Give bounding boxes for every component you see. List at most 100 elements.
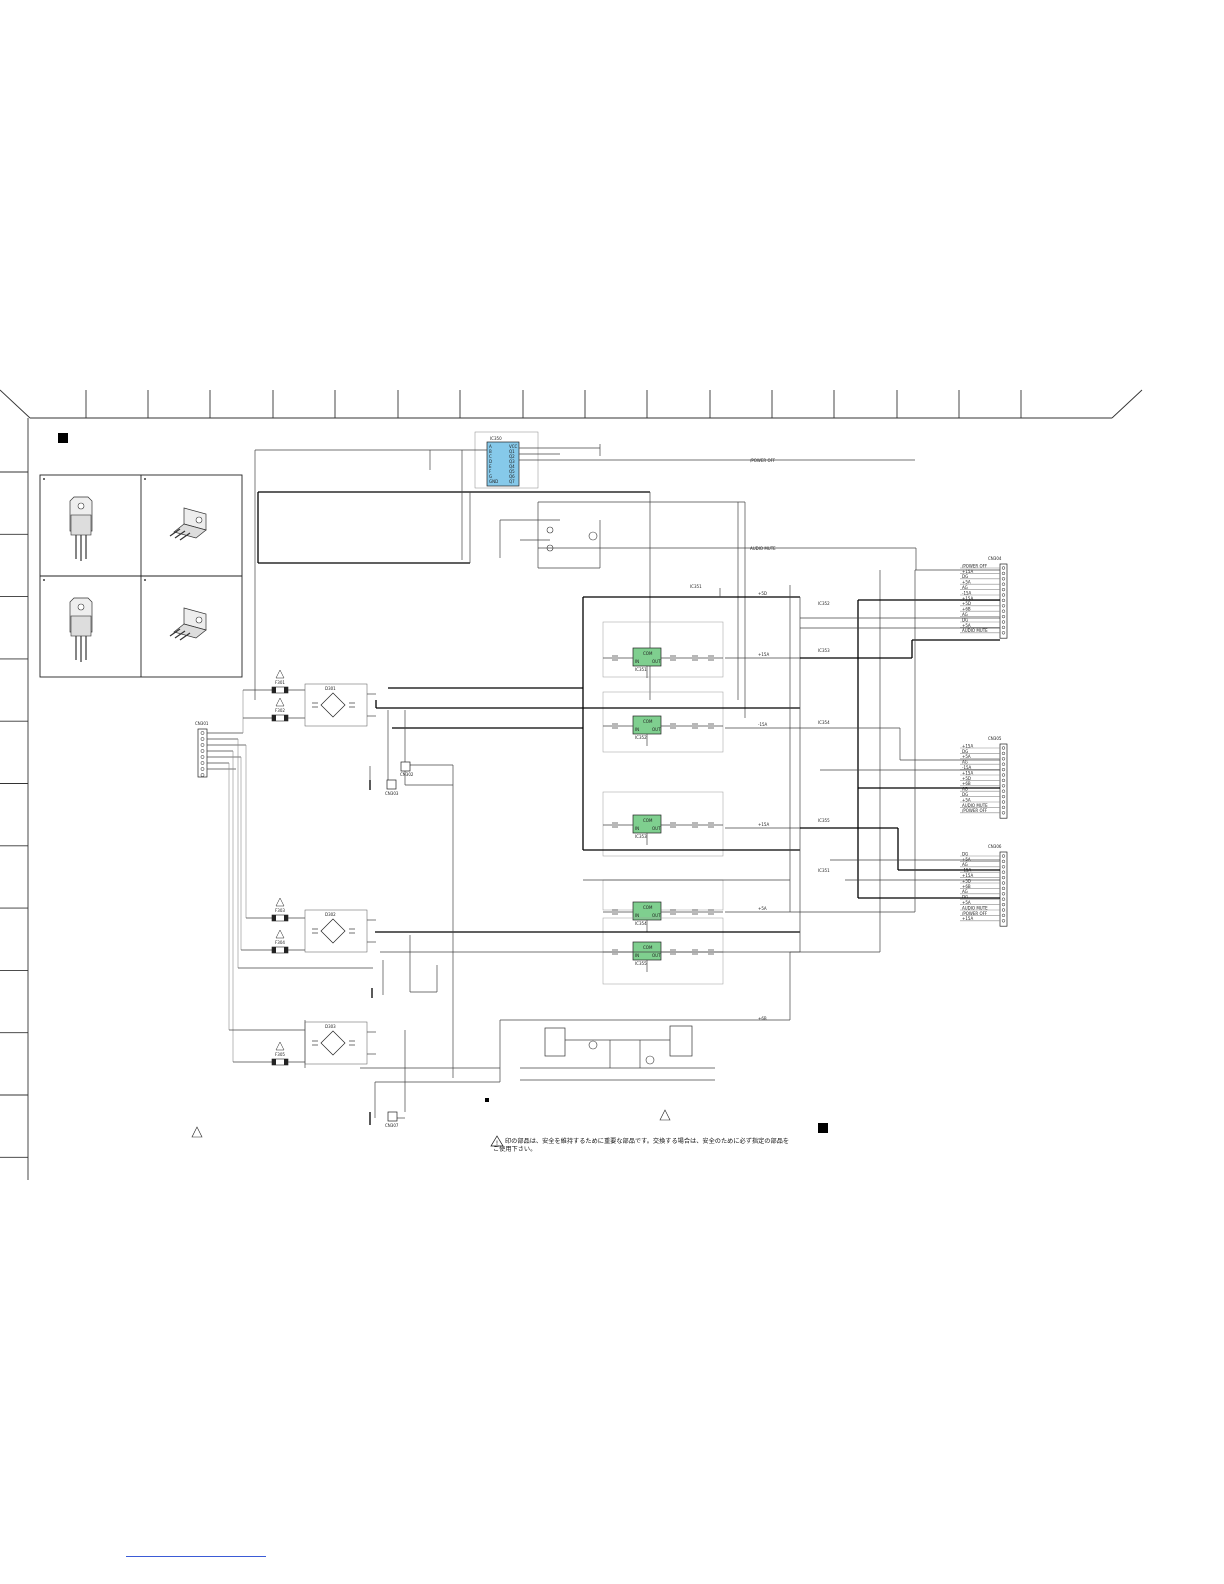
svg-text:COM: COM <box>643 719 653 724</box>
output-connectors: CN304/POWER OFF+15ADG+5AAG-15A+15A+5D+6B… <box>960 556 1008 927</box>
pin-rail-label: AUDIO MUTE <box>962 803 988 808</box>
pin-rail-label: +15A <box>962 770 973 775</box>
connector-pin <box>1001 919 1006 923</box>
ic-pin-label: Q6 <box>509 474 515 479</box>
drawing-frame <box>0 389 1143 1180</box>
connector-pin <box>1001 886 1006 891</box>
connector-pin <box>1001 604 1006 608</box>
connector-pin <box>1001 865 1006 869</box>
ic-pin-label: A <box>489 444 492 449</box>
connector-pin <box>200 767 205 771</box>
svg-text:COM: COM <box>643 945 653 950</box>
connector-pin <box>200 743 205 747</box>
connector-pin <box>1001 794 1006 799</box>
ic-pin-label: Q1 <box>509 449 515 454</box>
connector-pin <box>1001 625 1006 630</box>
svg-text:IN: IN <box>635 953 639 958</box>
to220-isometric-drawing <box>169 507 207 541</box>
pin-rail-label: AUDIO MUTE <box>962 628 988 633</box>
ic-pin-label: GND <box>489 479 498 484</box>
fuse: F301 <box>271 669 305 694</box>
connector-pin <box>1001 859 1006 864</box>
connector-pin <box>1001 854 1006 858</box>
pin-rail-label: +6B <box>962 781 971 786</box>
connector-pin <box>1001 582 1006 586</box>
to220-vertical-drawing <box>69 496 93 561</box>
connector-pin <box>1001 631 1006 635</box>
svg-text:IC352: IC352 <box>635 735 647 740</box>
ic-pin-label: Q4 <box>509 464 515 469</box>
connector-pin <box>1001 577 1006 581</box>
connector-pin <box>1001 789 1006 793</box>
svg-text:OUT: OUT <box>652 826 661 831</box>
svg-text:IN: IN <box>635 913 639 918</box>
connector-pin <box>1001 767 1006 772</box>
bridge-rectifier: D301 <box>304 683 376 727</box>
svg-text:CN305: CN305 <box>988 736 1002 741</box>
svg-text:IC353: IC353 <box>818 648 830 653</box>
controller-ic <box>486 441 520 487</box>
connector-pin <box>200 761 205 765</box>
svg-text:OUT: OUT <box>652 953 661 958</box>
ic-pin-label: C <box>489 454 492 459</box>
svg-text:IC354: IC354 <box>635 921 647 926</box>
ic-pin-label: E <box>489 464 492 469</box>
pin-rail-label: +15A <box>962 873 973 878</box>
regulator-bank: INCOMOUTIC351INCOMOUTIC352INCOMOUTIC353I… <box>602 621 724 985</box>
pin-rail-label: +15A <box>962 596 973 601</box>
pin-rail-label: DG <box>962 574 968 579</box>
output-connector: CN304/POWER OFF+15ADG+5AAG-15A+15A+5D+6B… <box>960 556 1008 639</box>
svg-text:D302: D302 <box>325 912 336 917</box>
pin-rail-label: -15A <box>962 765 972 770</box>
connector-pin <box>1001 614 1006 619</box>
bridge-rectifier: D303 <box>304 1021 376 1065</box>
svg-text:IC355: IC355 <box>635 961 647 966</box>
ic-pin-label: F <box>489 469 492 474</box>
svg-text:IC351: IC351 <box>818 868 830 873</box>
safety-note-line-1: 印の部品は、安全を維持するために重要な部品です。交換する場合は、安全のために必ず… <box>505 1137 789 1145</box>
svg-text:IC353: IC353 <box>635 834 647 839</box>
pin-rail-label: +5D <box>962 776 971 781</box>
svg-text:COM: COM <box>643 651 653 656</box>
package-reference-box <box>39 474 243 678</box>
pin-rail-label: /POWER OFF <box>962 911 988 916</box>
connector-pin <box>1001 800 1006 804</box>
column-ticks <box>85 390 1022 418</box>
connector-pin <box>1001 571 1006 576</box>
pin-rail-label: DG <box>962 895 968 900</box>
safety-note-line-2: ご使用下さい。 <box>493 1145 536 1153</box>
svg-text:CN303: CN303 <box>385 791 399 796</box>
svg-text:!: ! <box>496 1140 498 1147</box>
svg-text:D301: D301 <box>325 686 336 691</box>
ic-pin-label: Q7 <box>509 479 515 484</box>
connector-pin <box>200 773 205 777</box>
svg-text:COM: COM <box>643 818 653 823</box>
svg-text:F303: F303 <box>275 908 285 913</box>
svg-text:COM: COM <box>643 905 653 910</box>
connector-pin <box>1001 892 1006 896</box>
connector-pin <box>1001 609 1006 613</box>
connector-pin <box>200 731 205 735</box>
pin-rail-label: AG <box>962 585 968 590</box>
footer-underline-link[interactable] <box>126 1556 266 1557</box>
small-connector-cn302 <box>400 761 411 772</box>
fuse: F304 <box>271 929 305 954</box>
small-connector-cn303 <box>386 779 397 790</box>
svg-text:AUDIO MUTE: AUDIO MUTE <box>750 546 776 551</box>
pin-rail-label: DG <box>962 749 968 754</box>
svg-text:CN304: CN304 <box>988 556 1002 561</box>
ic-pin-label: Q2 <box>509 454 515 459</box>
pin-rail-label: +15A <box>962 743 973 748</box>
connector-pin <box>1001 875 1006 880</box>
standby-supply-section <box>499 570 881 1082</box>
connector-pin <box>1001 902 1006 907</box>
connector-pin <box>1001 757 1006 761</box>
ic-pin-label: Q3 <box>509 459 515 464</box>
fuse: F305 <box>271 1041 305 1066</box>
rail-wiring: +5D +15A -15A +15A +5A +6B IC351 <box>375 584 801 1021</box>
connector-pin <box>1001 908 1006 912</box>
